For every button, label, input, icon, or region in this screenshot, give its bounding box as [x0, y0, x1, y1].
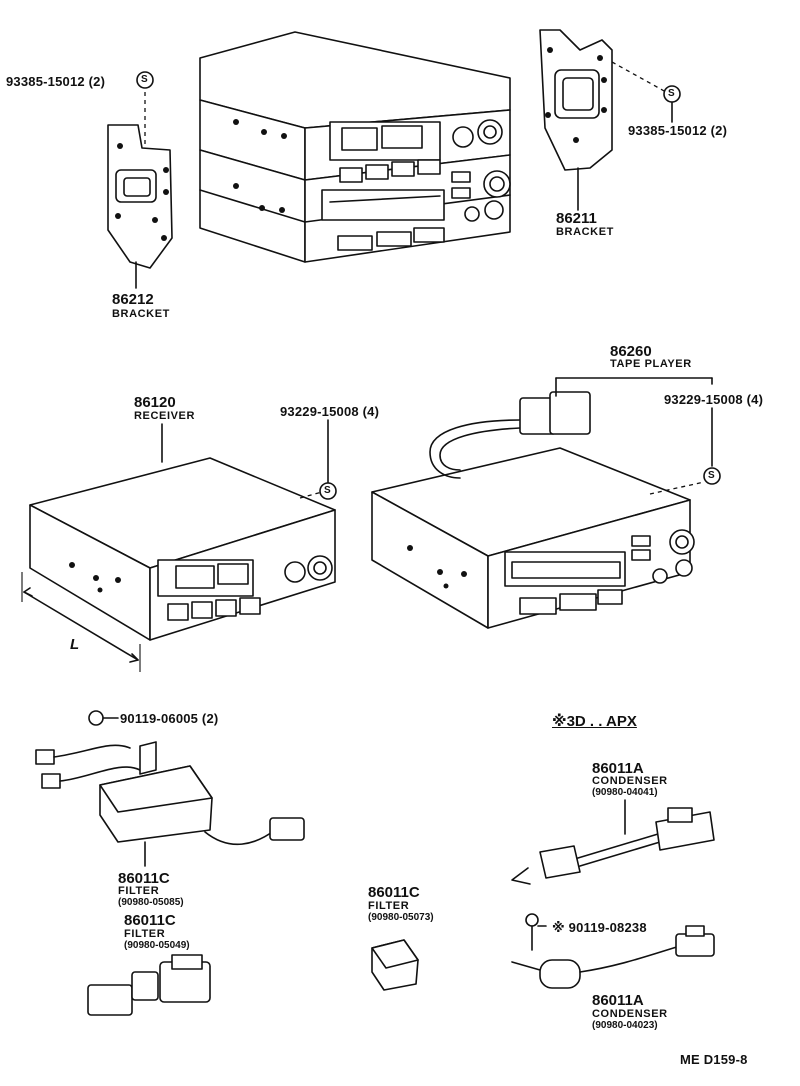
s-symbols — [136, 71, 721, 500]
s-symbol-icon — [663, 85, 681, 103]
receiver-name: RECEIVER — [134, 410, 196, 422]
condenser-a-name: CONDENSER — [592, 775, 668, 787]
condenser-b-name: CONDENSER — [592, 1008, 668, 1020]
filter-c-number: 86011C — [368, 884, 420, 901]
condenser-a-number: 86011A — [592, 760, 644, 777]
filter-screw-label: 90119-06005 (2) — [120, 711, 219, 726]
filter-b-number: 86011C — [124, 912, 176, 929]
condenser-a-code: (90980-04041) — [592, 787, 658, 798]
s-symbol-label: S — [708, 470, 715, 481]
bracket-left-name: BRACKET — [112, 308, 170, 320]
screw-label-top-left: 93385-15012 (2) — [6, 74, 106, 89]
condenser-b-number: 86011A — [592, 992, 644, 1009]
bracket-right-name: BRACKET — [556, 226, 614, 238]
reference-code: ME D159-8 — [680, 1052, 748, 1067]
receiver-number: 86120 — [134, 394, 176, 411]
condenser-23-drawing — [511, 913, 715, 989]
s-symbol-icon — [703, 467, 721, 485]
s-symbol-label: S — [141, 74, 148, 85]
screw-label-top-right: 93385-15012 (2) — [628, 123, 728, 138]
stacked-audio-unit — [199, 31, 511, 263]
receiver-drawing — [21, 419, 336, 672]
filter-73-drawing — [371, 939, 419, 991]
filter-c-code: (90980-05073) — [368, 912, 434, 923]
apx-header: ※3D . . APX — [552, 713, 637, 730]
filter-b-code: (90980-05049) — [124, 940, 190, 951]
s-symbol-label: S — [668, 88, 675, 99]
s-symbol-icon — [136, 71, 154, 89]
condenser-b-code: (90980-04023) — [592, 1020, 658, 1031]
receiver-screw-label: 93229-15008 (4) — [280, 404, 380, 419]
s-symbol-icon — [319, 482, 337, 500]
bracket-left-number: 86212 — [112, 291, 154, 308]
tape-screw-label: 93229-15008 (4) — [664, 392, 764, 407]
tape-player-name: TAPE PLAYER — [610, 358, 692, 370]
filter-a-number: 86011C — [118, 870, 170, 887]
filter-49-drawing — [87, 954, 211, 1016]
tape-player-drawing — [371, 377, 713, 629]
tape-player-number: 86260 — [610, 343, 652, 360]
filter-a-code: (90980-05085) — [118, 897, 184, 908]
condenser-41-drawing — [511, 799, 715, 885]
bracket-right-number: 86211 — [556, 210, 597, 227]
filter-a-name: FILTER — [118, 885, 160, 897]
bracket-left-drawing — [107, 92, 173, 289]
s-symbol-label: S — [324, 485, 331, 496]
filter-85-drawing — [35, 710, 305, 867]
filter-c-name: FILTER — [368, 900, 410, 912]
filter-b-name: FILTER — [124, 928, 166, 940]
receiver-length-label: L — [70, 636, 80, 653]
condenser-screw-label: ※ 90119-08238 — [552, 920, 647, 935]
bracket-right-drawing — [539, 29, 673, 211]
